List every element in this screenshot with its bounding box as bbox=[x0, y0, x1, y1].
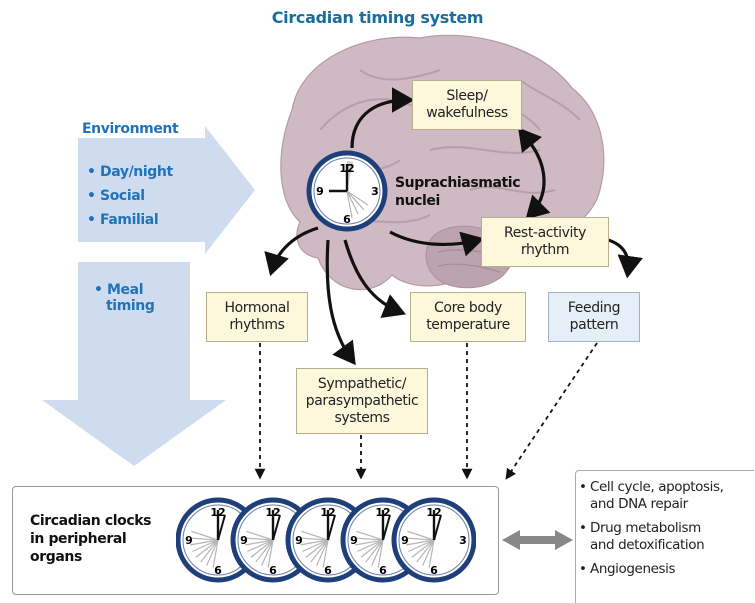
peripheral-clock-number: 6 bbox=[214, 564, 222, 577]
arrow-to-core bbox=[343, 239, 406, 318]
environment-item-familial: • Familial bbox=[87, 212, 159, 228]
arrow-to-hormonal bbox=[264, 226, 319, 277]
box-symp-line2: parasympathetic bbox=[305, 392, 419, 409]
box-rest-line2: rhythm bbox=[520, 242, 570, 258]
environment-arrow bbox=[78, 126, 255, 254]
peripheral-clock-number: 9 bbox=[185, 534, 193, 547]
peripheral-clock-number: 9 bbox=[295, 534, 303, 547]
box-symp-line3: systems bbox=[334, 409, 390, 426]
box-sleep-line2: wakefulness bbox=[426, 105, 508, 121]
peripheral-clock-number: 9 bbox=[350, 534, 358, 547]
peripheral-label-line3: organs bbox=[30, 549, 82, 565]
arrow-to-rest bbox=[389, 230, 485, 257]
effect-angiogenesis: Angiogenesis bbox=[579, 561, 754, 578]
peripheral-clock-number: 3 bbox=[459, 534, 467, 547]
box-sleep-line1: Sleep/ bbox=[446, 88, 488, 104]
scn-label-line1: Suprachiasmatic bbox=[395, 175, 521, 191]
box-sleep-wakefulness: Sleep/wakefulness bbox=[412, 80, 522, 130]
peripheral-clock-number: 12 bbox=[320, 506, 335, 519]
peripheral-clock-number: 6 bbox=[430, 564, 438, 577]
scn-clock: 12 3 6 9 bbox=[306, 150, 388, 232]
scn-clock-12: 12 bbox=[339, 162, 354, 175]
peripheral-clock-number: 9 bbox=[240, 534, 248, 547]
peripheral-clock-number: 9 bbox=[401, 534, 409, 547]
meal-arrow bbox=[42, 262, 226, 466]
environment-item-meal-timing: timing bbox=[106, 298, 155, 314]
scn-label: Suprachiasmatic nuclei bbox=[395, 174, 521, 210]
dotted-arrow-feeding bbox=[505, 342, 598, 480]
box-hormonal-line2: rhythms bbox=[229, 317, 285, 333]
box-feeding-line1: Feeding bbox=[567, 300, 621, 316]
bidirectional-arrow bbox=[502, 530, 573, 550]
environment-item-day-night: • Day/night bbox=[87, 164, 173, 180]
box-feeding-line2: pattern bbox=[569, 317, 619, 333]
peripheral-label-line1: Circadian clocks bbox=[30, 513, 152, 529]
arrow-to-feeding bbox=[607, 238, 643, 279]
peripheral-clock-number: 12 bbox=[375, 506, 390, 519]
arrow-to-sleep bbox=[350, 87, 415, 149]
peripheral-clock-number: 12 bbox=[210, 506, 225, 519]
scn-clock-6: 6 bbox=[343, 213, 351, 226]
scn-label-line2: nuclei bbox=[395, 193, 440, 209]
peripheral-clock-number: 6 bbox=[379, 564, 387, 577]
box-core-line1: Core body bbox=[434, 300, 502, 316]
effect-cell-cycle: Cell cycle, apoptosis,and DNA repair bbox=[579, 479, 754, 513]
box-core-line2: temperature bbox=[426, 317, 510, 333]
box-symp-line1: Sympathetic/ bbox=[317, 375, 407, 392]
peripheral-clock: 12 3 6 9 bbox=[391, 497, 476, 583]
environment-heading: Environment bbox=[82, 121, 179, 137]
box-hormonal-line1: Hormonal bbox=[224, 300, 290, 316]
peripheral-clock-number: 6 bbox=[324, 564, 332, 577]
peripheral-label: Circadian clocks in peripheral organs bbox=[30, 512, 180, 566]
peripheral-label-line2: in peripheral bbox=[30, 531, 127, 547]
peripheral-clock-number: 12 bbox=[426, 506, 441, 519]
scn-clock-3: 3 bbox=[371, 185, 379, 198]
diagram-title: Circadian timing system bbox=[271, 8, 484, 27]
environment-item-meal: • Meal bbox=[94, 282, 144, 298]
arrow-sleep-rest bbox=[518, 127, 551, 220]
box-rest-line1: Rest-activity bbox=[504, 225, 586, 241]
arrow-to-sympathetic bbox=[325, 239, 356, 366]
effects-panel: Cell cycle, apoptosis,and DNA repair Dru… bbox=[575, 470, 754, 603]
peripheral-clock-number: 6 bbox=[269, 564, 277, 577]
scn-clock-9: 9 bbox=[316, 185, 324, 198]
peripheral-clock-number: 12 bbox=[265, 506, 280, 519]
environment-item-social: • Social bbox=[87, 188, 145, 204]
peripheral-clocks: 1236912369123691236912369 bbox=[176, 497, 476, 583]
